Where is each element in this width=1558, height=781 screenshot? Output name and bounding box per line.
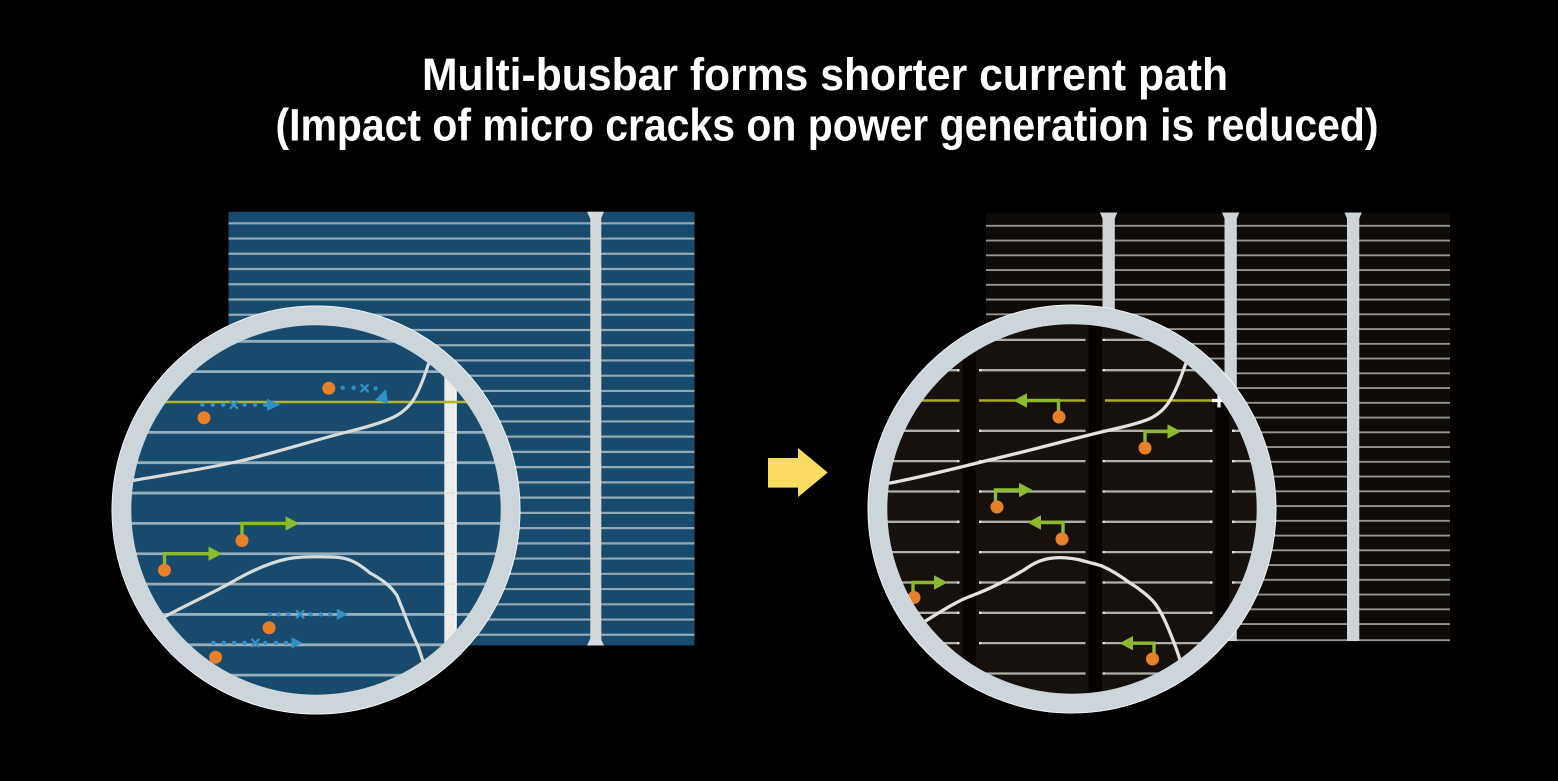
- svg-text:(Impact of micro cracks on pow: (Impact of micro cracks on power generat…: [276, 100, 1379, 151]
- svg-text:Multi-busbar forms shorter cur: Multi-busbar forms shorter current path: [422, 49, 1228, 100]
